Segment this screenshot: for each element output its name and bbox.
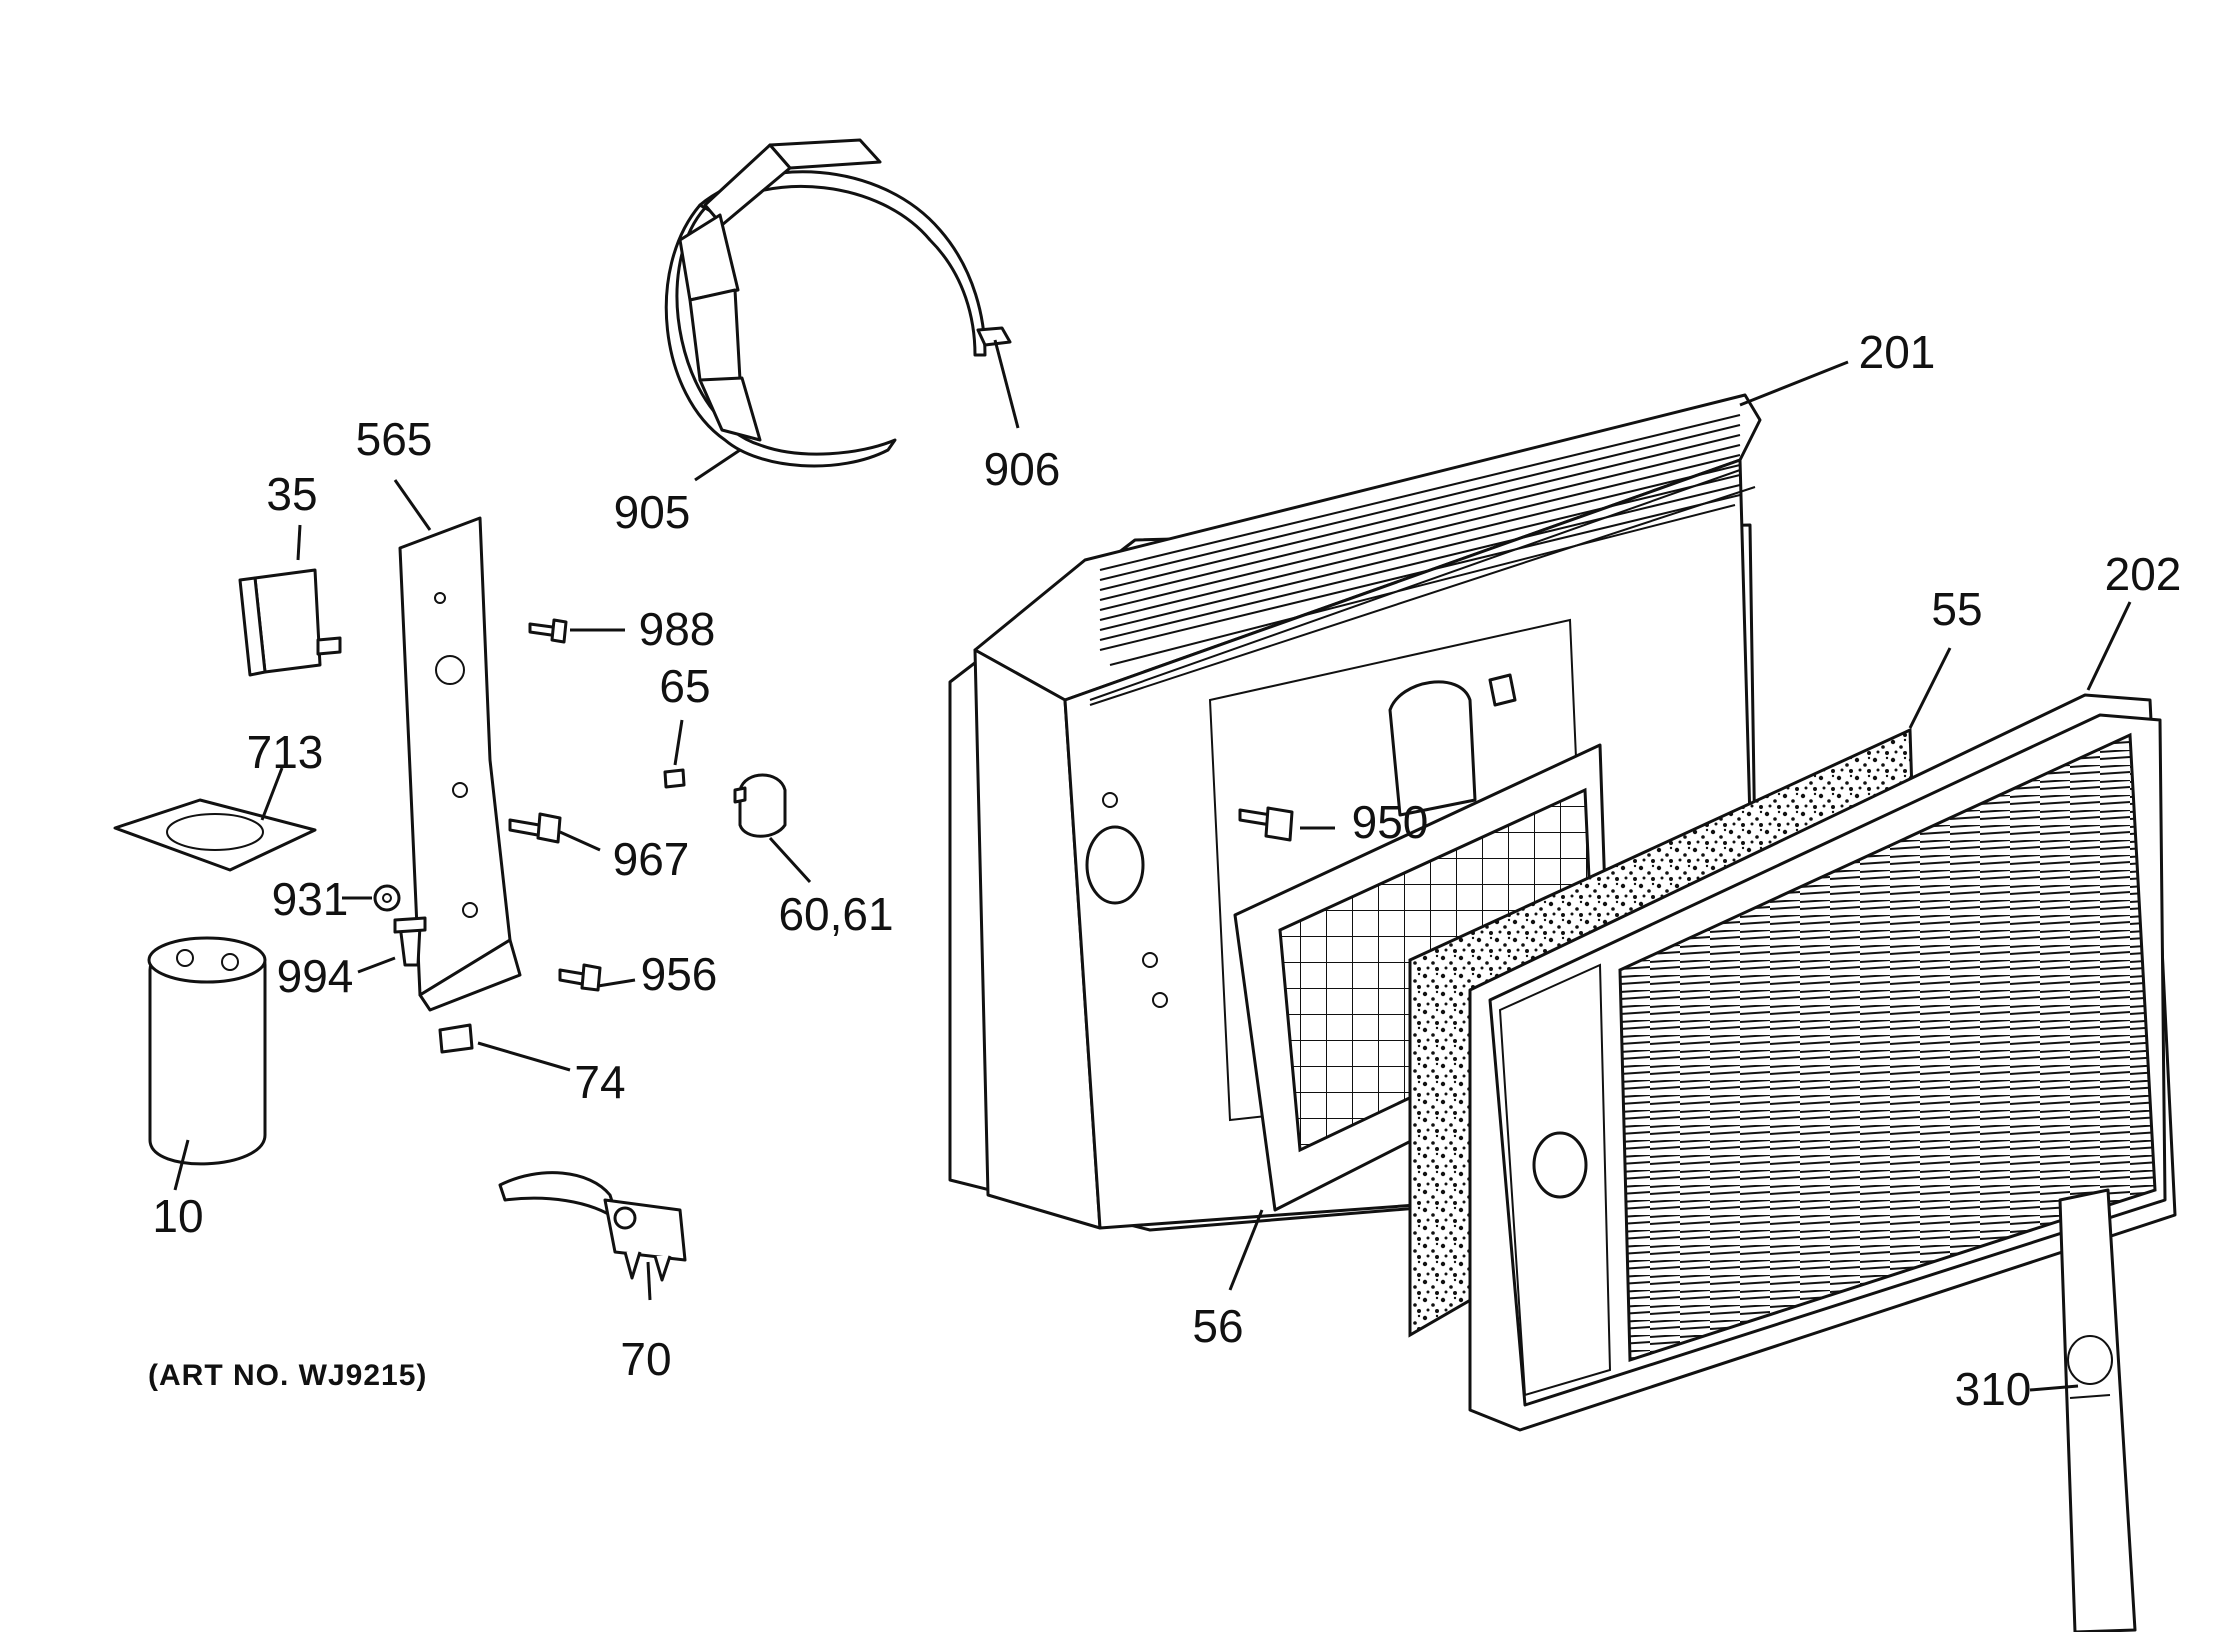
callout-201: 201 [1859, 326, 1936, 378]
callout-906: 906 [984, 443, 1061, 495]
nut-931 [373, 884, 401, 912]
control-panel-310 [2058, 1188, 2137, 1632]
bracket-565 [398, 516, 522, 1012]
capacitor-10 [147, 936, 267, 1166]
callout-994: 994 [277, 950, 354, 1002]
callout-35: 35 [266, 468, 317, 520]
callout-70: 70 [620, 1333, 671, 1385]
callout-565: 565 [356, 413, 433, 465]
callout-60-61: 60,61 [778, 888, 893, 940]
leader-lines [173, 339, 2132, 1392]
callout-310: 310 [1955, 1363, 2032, 1415]
thermostat-35 [238, 568, 342, 677]
clip-74 [438, 1023, 474, 1054]
bolt-994 [393, 916, 427, 967]
callout-956: 956 [641, 948, 718, 1000]
plate-713 [113, 798, 317, 872]
callout-10: 10 [152, 1190, 203, 1242]
art-number: (ART NO. WJ9215) [148, 1359, 427, 1392]
fan-shroud-905 [664, 138, 987, 468]
callout-931: 931 [272, 873, 349, 925]
screw-950 [1238, 806, 1294, 842]
screw-967 [508, 812, 562, 844]
callout-713: 713 [247, 726, 324, 778]
callout-55: 55 [1931, 583, 1982, 635]
callout-56: 56 [1192, 1300, 1243, 1352]
callout-967: 967 [613, 833, 690, 885]
callout-905: 905 [614, 486, 691, 538]
switch-60-61 [733, 773, 787, 838]
screw-988 [528, 618, 568, 644]
callout-labels: 35 565 905 906 201 988 65 713 967 950 93… [148, 326, 2181, 1415]
power-cord-70 [498, 1171, 687, 1282]
screw-956 [558, 963, 602, 992]
front-grille-202 [1468, 693, 2177, 1432]
callout-65: 65 [659, 660, 710, 712]
clip-65 [663, 768, 686, 789]
clip-906 [976, 326, 1012, 347]
callout-988: 988 [639, 603, 716, 655]
callout-202: 202 [2105, 548, 2182, 600]
callout-950: 950 [1352, 796, 1429, 848]
callout-74: 74 [574, 1056, 625, 1108]
